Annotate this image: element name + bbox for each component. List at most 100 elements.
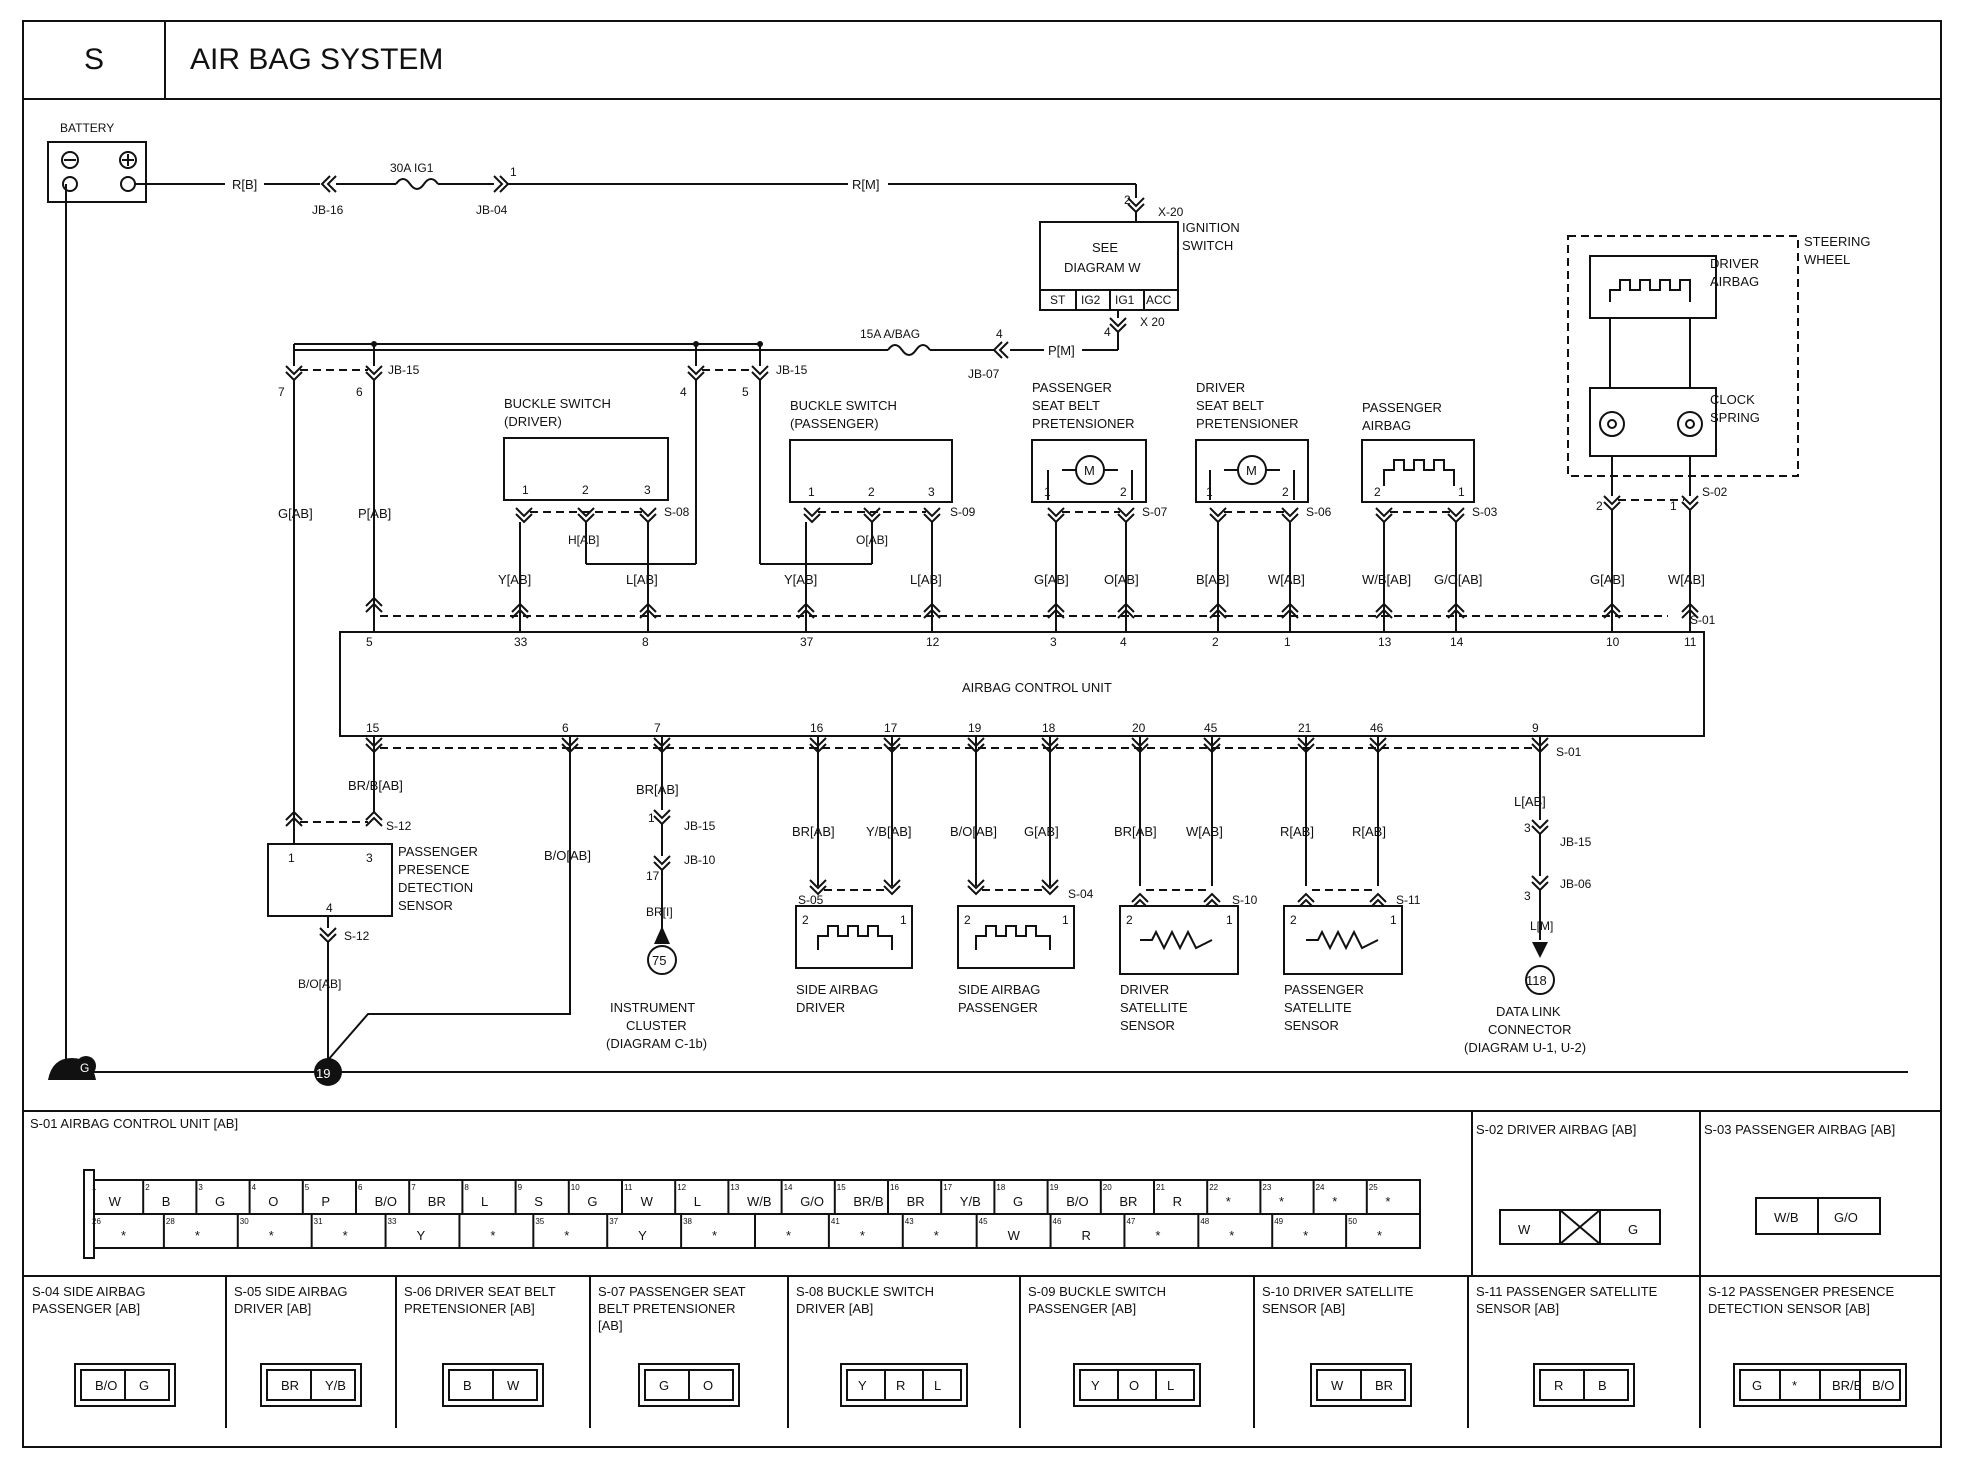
connector-title: SENSOR [AB] bbox=[1476, 1301, 1559, 1316]
clock-spring bbox=[1589, 387, 1717, 457]
wire-label: O[AB] bbox=[856, 533, 888, 547]
clock-spring-icon bbox=[1599, 411, 1625, 437]
wire-label: R[B] bbox=[232, 177, 257, 192]
pin-number: 7 bbox=[278, 385, 285, 399]
component-label: PASSENGER bbox=[1284, 982, 1364, 997]
connector-label: X 20 bbox=[1140, 315, 1165, 329]
connector-label: S-01 bbox=[1556, 745, 1582, 759]
pin-number: 2 bbox=[582, 483, 589, 497]
pin-color: * bbox=[1155, 1228, 1160, 1243]
pin-color: L bbox=[934, 1378, 941, 1393]
pin-number: 1 bbox=[288, 851, 295, 865]
junction-label: JB-15 bbox=[388, 363, 420, 377]
ignition-switch: SEE DIAGRAM W ST IG2 IG1 ACC bbox=[1039, 221, 1179, 311]
acu-label: AIRBAG CONTROL UNIT bbox=[962, 680, 1112, 695]
pin-number: 2 bbox=[1120, 485, 1127, 499]
s03-title: S-03 PASSENGER AIRBAG [AB] bbox=[1704, 1122, 1895, 1137]
pin-color: BR bbox=[428, 1194, 446, 1209]
connector-label: S-06 bbox=[1306, 505, 1332, 519]
pin-color: G bbox=[1013, 1194, 1023, 1209]
steering-wheel-group bbox=[1567, 235, 1799, 477]
pin-number: 1 bbox=[1670, 499, 1677, 513]
connector-title: S-10 DRIVER SATELLITE bbox=[1262, 1284, 1414, 1299]
junction-label: JB-06 bbox=[1560, 877, 1592, 891]
s02-title: S-02 DRIVER AIRBAG [AB] bbox=[1476, 1122, 1636, 1137]
component-label: (DIAGRAM C-1b) bbox=[606, 1036, 707, 1051]
pin-number: 6 bbox=[358, 1183, 363, 1192]
pretensioner-driver bbox=[1195, 439, 1309, 503]
component-label: SATELLITE bbox=[1120, 1000, 1188, 1015]
pin-color: W bbox=[507, 1378, 520, 1393]
wire-label: BR/B[AB] bbox=[348, 778, 403, 793]
reference-number: 75 bbox=[652, 953, 666, 968]
wire-label: B/O[AB] bbox=[950, 824, 997, 839]
pin-color: W/B bbox=[1774, 1210, 1799, 1225]
pin-number: 17 bbox=[884, 721, 898, 735]
connector-title: S-05 SIDE AIRBAG bbox=[234, 1284, 347, 1299]
junction-label: JB-15 bbox=[684, 819, 716, 833]
pin-color: G/O bbox=[800, 1194, 824, 1209]
pin-color: R bbox=[1082, 1228, 1091, 1243]
pin-color: * bbox=[1279, 1194, 1284, 1209]
pin-color: * bbox=[934, 1228, 939, 1243]
component-label: DRIVER bbox=[1120, 982, 1169, 997]
pin-color: W bbox=[641, 1194, 654, 1209]
component-label: AIRBAG bbox=[1362, 418, 1411, 433]
wire-label: R[AB] bbox=[1352, 824, 1386, 839]
wire-label: BR[AB] bbox=[636, 782, 679, 797]
pin-number: 5 bbox=[366, 635, 373, 649]
pin-number: 14 bbox=[784, 1183, 793, 1192]
component-label: PASSENGER bbox=[958, 1000, 1038, 1015]
pin-number: 20 bbox=[1132, 721, 1146, 735]
wire-label: P[M] bbox=[1048, 343, 1075, 358]
pin-number: 28 bbox=[166, 1217, 175, 1226]
component-label: SATELLITE bbox=[1284, 1000, 1352, 1015]
reference-number: 118 bbox=[1526, 973, 1547, 988]
component-label: (DRIVER) bbox=[504, 414, 562, 429]
pin-color: * bbox=[1385, 1194, 1390, 1209]
connector-title: DETECTION SENSOR [AB] bbox=[1708, 1301, 1870, 1316]
connector-label: S-09 bbox=[950, 505, 976, 519]
junction-label: JB-15 bbox=[1560, 835, 1592, 849]
pin-color: B bbox=[463, 1378, 472, 1393]
pin-number: 2 bbox=[1124, 193, 1131, 207]
pin-color: * bbox=[121, 1228, 126, 1243]
pin-number: 26 bbox=[92, 1217, 101, 1226]
pin-number: 13 bbox=[730, 1183, 739, 1192]
component-label: CLOCK bbox=[1710, 392, 1755, 407]
pin-number: 10 bbox=[571, 1183, 580, 1192]
junction-label: JB-10 bbox=[684, 853, 716, 867]
pin-color: * bbox=[712, 1228, 717, 1243]
driver-airbag bbox=[1589, 255, 1717, 319]
wire-label: L[AB] bbox=[1514, 794, 1546, 809]
pin-number: 49 bbox=[1274, 1217, 1283, 1226]
pin-number: 19 bbox=[968, 721, 982, 735]
pin-color: * bbox=[1229, 1228, 1234, 1243]
pin-color: * bbox=[195, 1228, 200, 1243]
pin-number: 4 bbox=[680, 385, 687, 399]
pin-number: 24 bbox=[1316, 1183, 1325, 1192]
pin-number: 38 bbox=[683, 1217, 692, 1226]
component-label: (DIAGRAM U-1, U-2) bbox=[1464, 1040, 1586, 1055]
pin-number: 9 bbox=[1532, 721, 1539, 735]
wire-label: W[AB] bbox=[1668, 572, 1705, 587]
pin-number: 45 bbox=[979, 1217, 988, 1226]
connector-title: S-06 DRIVER SEAT BELT bbox=[404, 1284, 556, 1299]
dlc-ref bbox=[1525, 965, 1555, 995]
pin-color: B/O bbox=[375, 1194, 397, 1209]
pin-color: B bbox=[1598, 1378, 1607, 1393]
junction-label: JB-04 bbox=[476, 203, 508, 217]
see-label: SEE bbox=[1092, 240, 1118, 255]
wire-label: BR[AB] bbox=[792, 824, 835, 839]
pin-number: 33 bbox=[388, 1217, 397, 1226]
pin-number: 1 bbox=[808, 485, 815, 499]
pin-color: L bbox=[1167, 1378, 1174, 1393]
pin-number: 25 bbox=[1369, 1183, 1378, 1192]
pretensioner-passenger bbox=[1031, 439, 1147, 503]
pin-number: 2 bbox=[1126, 913, 1133, 927]
pin-number: 46 bbox=[1053, 1217, 1062, 1226]
pin-number: 12 bbox=[677, 1183, 686, 1192]
component-box bbox=[1119, 905, 1239, 975]
pin-color: * bbox=[343, 1228, 348, 1243]
pin-number: 1 bbox=[522, 483, 529, 497]
